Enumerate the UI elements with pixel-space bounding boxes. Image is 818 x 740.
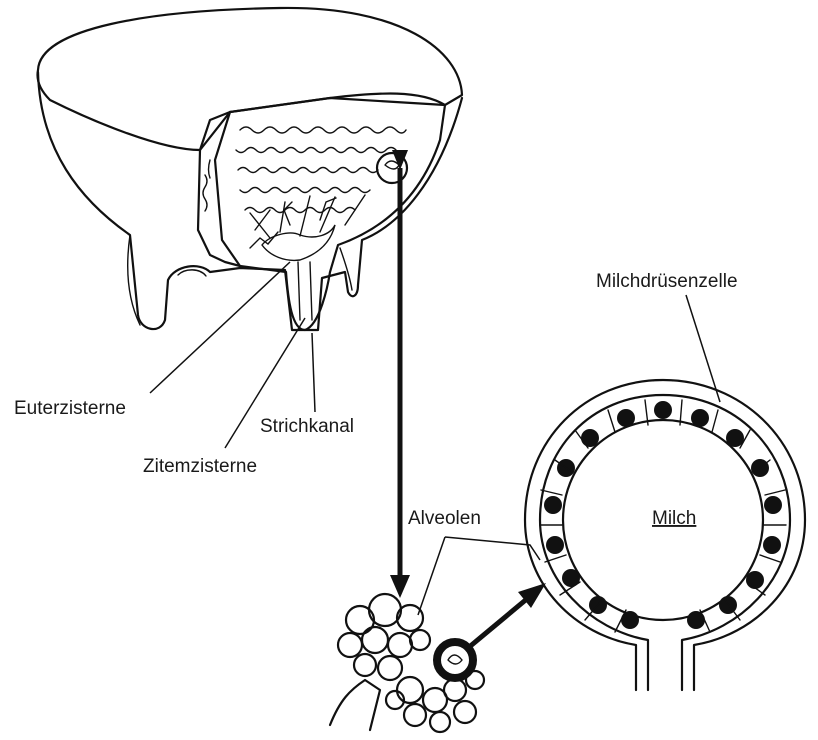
gland-tissue	[203, 127, 406, 248]
leader-strichkanal	[312, 333, 315, 412]
label-zitemzisterne: Zitemzisterne	[143, 456, 257, 477]
label-strichkanal: Strichkanal	[260, 416, 354, 437]
label-milchdruesenzelle: Milchdrüsenzelle	[596, 271, 738, 292]
label-milch: Milch	[652, 508, 696, 529]
leader-lines	[150, 262, 720, 615]
arrow-to-lobule	[390, 150, 410, 598]
label-alveolen: Alveolen	[408, 508, 481, 529]
label-euterzisterne: Euterzisterne	[14, 398, 126, 419]
alveolus-ring	[525, 380, 805, 690]
arrow-to-alveolus	[468, 583, 546, 648]
alveoli-cluster	[330, 594, 484, 732]
leader-alveolen-left	[418, 537, 445, 615]
leader-euterzisterne	[150, 262, 290, 393]
